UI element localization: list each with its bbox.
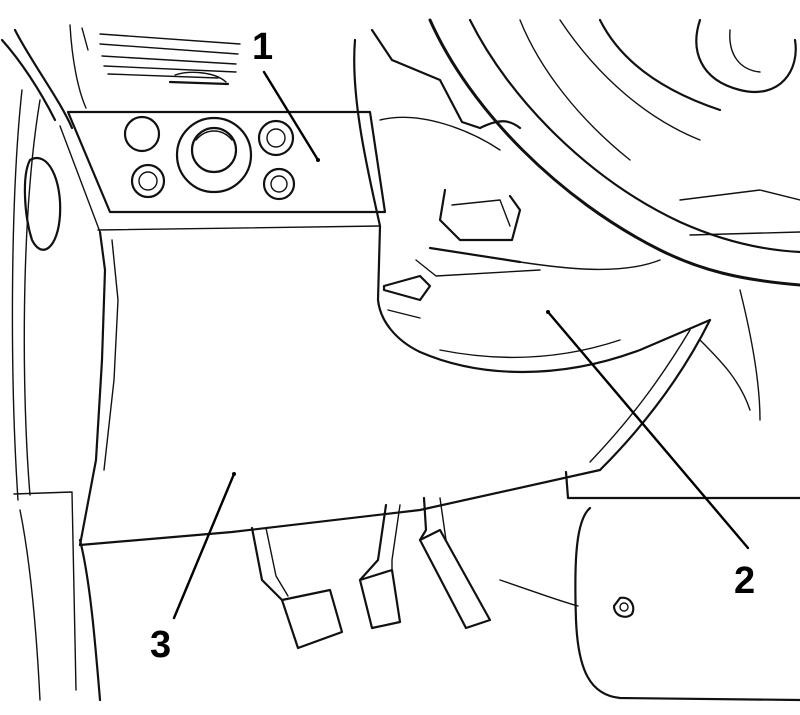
steering-wheel <box>428 18 800 421</box>
switch-knob-lower-right <box>262 167 296 201</box>
steering-column-shroud <box>353 28 661 359</box>
leader-line-1 <box>262 70 320 162</box>
leader-line-2 <box>546 310 750 550</box>
kick-panel-right <box>499 470 800 702</box>
callout-label-2: 2 <box>734 560 756 602</box>
leader-line-3 <box>172 472 236 620</box>
switch-panel <box>59 110 387 233</box>
fastener-icon <box>612 596 635 618</box>
dash-vent-grille <box>69 24 241 109</box>
left-door-panel <box>0 28 102 702</box>
callout-label-3: 3 <box>150 624 172 666</box>
clutch-pedal-middle <box>358 503 402 630</box>
callout-label-1: 1 <box>252 26 274 68</box>
switch-knob-lower-left <box>130 163 166 199</box>
accelerator-pedal-right <box>418 496 492 630</box>
switch-knob-upper-right <box>257 119 295 157</box>
callout-leaders <box>172 70 750 620</box>
brake-pedal-left <box>250 526 344 650</box>
pedal-assembly <box>250 496 492 650</box>
headlight-rotary-switch <box>175 116 253 194</box>
switch-knob-upper-left <box>123 115 161 153</box>
